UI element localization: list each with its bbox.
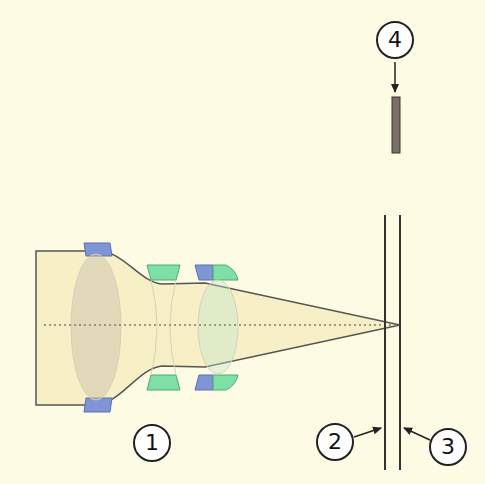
lens-1 (71, 243, 121, 412)
leader-arrow (354, 428, 381, 437)
leader-arrow (394, 62, 396, 92)
optical-axis (44, 324, 396, 326)
lens-2 (147, 265, 180, 390)
callout-number: 4 (388, 29, 402, 51)
callout-circle: 3 (429, 428, 467, 466)
callout-number: 1 (145, 432, 159, 454)
callout-circle: 2 (316, 423, 354, 461)
plate-back (399, 215, 401, 470)
callout-number: 2 (328, 431, 342, 453)
lens-3 (195, 265, 238, 390)
plate-front (384, 215, 386, 470)
light-beam (36, 251, 400, 405)
callout-number: 3 (441, 436, 455, 458)
leader-arrow (404, 428, 430, 440)
callout-circle: 4 (376, 21, 414, 59)
callout-circle: 1 (133, 424, 171, 462)
gray-block (392, 97, 400, 153)
